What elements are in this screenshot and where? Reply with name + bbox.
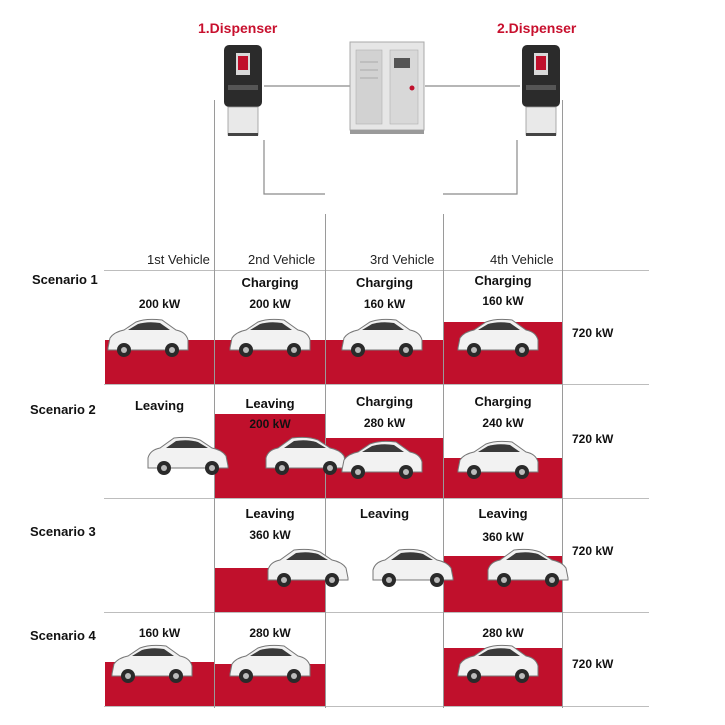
car-icon xyxy=(265,436,347,475)
power-cabinet-icon xyxy=(349,41,425,134)
scenario-3-total: 720 kW xyxy=(572,544,614,558)
cell-power: 360 kW xyxy=(482,530,524,544)
cell-power: 280 kW xyxy=(482,626,524,640)
car-icon xyxy=(267,548,349,587)
scenario-1-label: Scenario 1 xyxy=(32,272,98,287)
cell-status: Leaving xyxy=(134,398,185,413)
row-divider xyxy=(104,270,649,271)
column-header-3: 3rd Vehicle xyxy=(370,252,435,267)
car-icon xyxy=(229,644,311,683)
column-divider xyxy=(214,100,215,708)
car-icon xyxy=(111,644,193,683)
car-icon xyxy=(487,548,569,587)
car-icon xyxy=(229,318,311,357)
power-cables xyxy=(263,85,520,195)
dispenser-2-title: 2.Dispenser xyxy=(497,20,577,36)
cell-power: 280 kW xyxy=(363,416,406,430)
cell-status: Charging xyxy=(474,273,532,288)
dispenser-1-title: 1.Dispenser xyxy=(198,20,278,36)
scenario-2-label: Scenario 2 xyxy=(30,402,96,417)
cell-status: Leaving xyxy=(245,506,295,521)
cell-power: 200 kW xyxy=(249,297,291,311)
row-divider xyxy=(104,384,649,385)
cell-power: 200 kW xyxy=(249,417,291,431)
cell-power: 240 kW xyxy=(482,416,524,430)
cell-status: Charging xyxy=(355,275,414,290)
cell-power: 360 kW xyxy=(249,528,291,542)
row-divider xyxy=(104,498,649,499)
cell-status: Leaving xyxy=(245,396,295,411)
cell-power: 200 kW xyxy=(138,297,181,311)
cell-power: 280 kW xyxy=(249,626,291,640)
scenario-2-total: 720 kW xyxy=(572,432,614,446)
car-icon xyxy=(107,318,189,357)
column-header-1: 1st Vehicle xyxy=(147,252,210,267)
cell-status: Charging xyxy=(241,275,299,290)
scenario-1-total: 720 kW xyxy=(572,326,614,340)
dispenser-1-icon xyxy=(224,45,262,136)
dispenser-2-icon xyxy=(522,45,560,136)
row-divider xyxy=(104,706,649,707)
cell-power: 160 kW xyxy=(482,294,524,308)
row-divider xyxy=(104,612,649,613)
column-header-2: 2nd Vehicle xyxy=(248,252,316,267)
car-icon xyxy=(147,436,229,475)
column-header-4: 4th Vehicle xyxy=(490,252,554,267)
cell-power: 160 kW xyxy=(138,626,181,640)
car-icon xyxy=(457,318,539,357)
car-icon xyxy=(341,440,423,479)
scenario-4-label: Scenario 4 xyxy=(30,628,96,643)
column-divider xyxy=(562,100,563,708)
car-icon xyxy=(372,548,454,587)
cell-status: Leaving xyxy=(359,506,410,521)
column-divider xyxy=(443,214,444,708)
cell-status: Charging xyxy=(355,394,414,409)
cell-power: 160 kW xyxy=(363,297,406,311)
cell-status: Leaving xyxy=(478,506,528,521)
scenario-4-total: 720 kW xyxy=(572,657,614,671)
car-icon xyxy=(341,318,423,357)
cell-status: Charging xyxy=(474,394,532,409)
car-icon xyxy=(457,440,539,479)
scenario-3-label: Scenario 3 xyxy=(30,524,96,539)
car-icon xyxy=(457,644,539,683)
